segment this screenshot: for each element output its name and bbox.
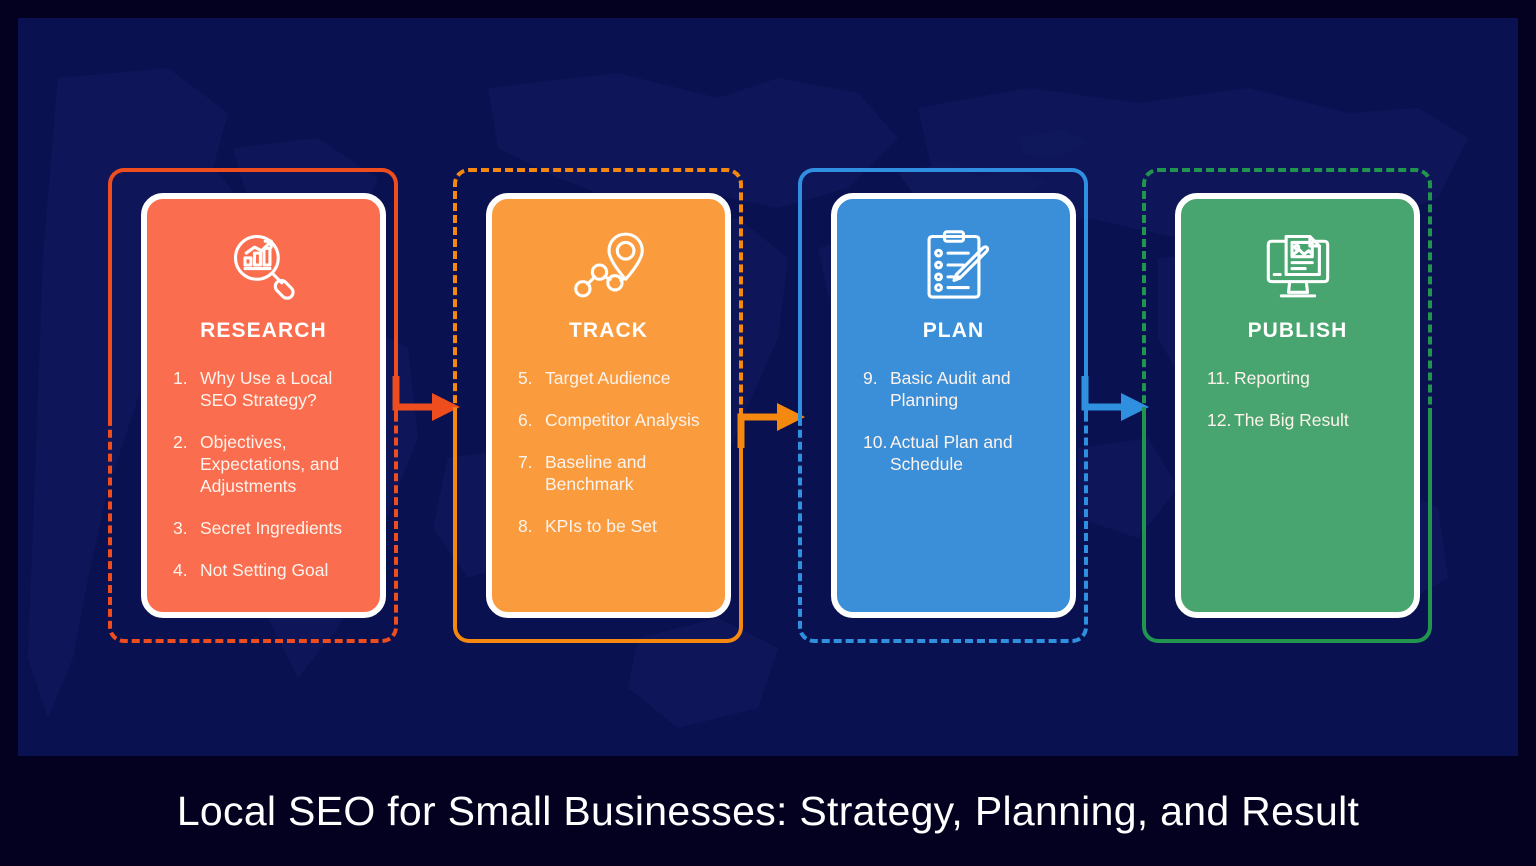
list-item-text: The Big Result: [1234, 410, 1349, 430]
list-item-number: 1.: [173, 368, 188, 388]
card-research[interactable]: RESEARCH 1. Why Use a Local SEO Strategy…: [141, 193, 386, 618]
list-item-number: 9.: [863, 368, 878, 388]
card-list-research: 1. Why Use a Local SEO Strategy? 2. Obje…: [159, 367, 368, 581]
stage-panel: RESEARCH 1. Why Use a Local SEO Strategy…: [18, 18, 1518, 756]
poster-title: Local SEO for Small Businesses: Strategy…: [176, 787, 1360, 834]
step-research: RESEARCH 1. Why Use a Local SEO Strategy…: [108, 168, 398, 643]
title-band: Local SEO for Small Businesses: Strategy…: [0, 756, 1536, 866]
card-title-publish: PUBLISH: [1247, 319, 1348, 342]
list-item: 9. Basic Audit and Planning: [863, 367, 1052, 411]
card-list-publish: 11. Reporting 12. The Big Result: [1193, 367, 1402, 431]
list-item-text: Not Setting Goal: [200, 560, 329, 580]
card-title-research: RESEARCH: [200, 319, 327, 342]
list-item-text: KPIs to be Set: [545, 516, 657, 536]
list-item-text: Objectives, Expectations, and Adjustment…: [200, 432, 340, 496]
list-item-number: 4.: [173, 560, 188, 580]
list-item: 8. KPIs to be Set: [518, 515, 707, 537]
arrow-plan-to-publish: [1079, 370, 1159, 440]
list-item: 11. Reporting: [1207, 367, 1396, 389]
arrow-track-to-plan: [735, 386, 815, 456]
list-item-text: Actual Plan and Schedule: [890, 432, 1013, 474]
step-publish: PUBLISH 11. Reporting 12. The Big Result: [1142, 168, 1432, 643]
clipboard-pencil-icon: [927, 230, 989, 299]
route-pin-icon: [573, 232, 644, 298]
monitor-document-icon: [1266, 234, 1329, 298]
list-item-number: 8.: [518, 516, 533, 536]
card-plan[interactable]: PLAN 9. Basic Audit and Planning 10. Act…: [831, 193, 1076, 618]
card-title-plan: PLAN: [922, 319, 985, 342]
magnifier-chart-icon: [233, 234, 295, 300]
list-item-number: 5.: [518, 368, 533, 388]
step-columns: RESEARCH 1. Why Use a Local SEO Strategy…: [18, 18, 1518, 756]
list-item-text: Basic Audit and Planning: [890, 368, 1011, 410]
list-item: 5. Target Audience: [518, 367, 707, 389]
list-item-number: 7.: [518, 452, 533, 472]
card-track[interactable]: TRACK 5. Target Audience 6. Competitor A…: [486, 193, 731, 618]
list-item-text: Why Use a Local SEO Strategy?: [200, 368, 333, 410]
list-item-number: 12.: [1207, 410, 1232, 430]
list-item: 2. Objectives, Expectations, and Adjustm…: [173, 431, 362, 497]
step-track: TRACK 5. Target Audience 6. Competitor A…: [453, 168, 743, 643]
list-item: 4. Not Setting Goal: [173, 559, 362, 581]
list-item-number: 10.: [863, 432, 888, 452]
list-item-text: Competitor Analysis: [545, 410, 700, 430]
list-item: 1. Why Use a Local SEO Strategy?: [173, 367, 362, 411]
list-item-text: Baseline and Benchmark: [545, 452, 647, 494]
list-item-text: Target Audience: [545, 368, 671, 388]
list-item-number: 6.: [518, 410, 533, 430]
list-item: 6. Competitor Analysis: [518, 409, 707, 431]
step-plan: PLAN 9. Basic Audit and Planning 10. Act…: [798, 168, 1088, 643]
list-item-text: Reporting: [1234, 368, 1310, 388]
card-list-plan: 9. Basic Audit and Planning 10. Actual P…: [849, 367, 1058, 475]
arrow-research-to-track: [390, 370, 470, 440]
list-item-text: Secret Ingredients: [200, 518, 343, 538]
list-item-number: 2.: [173, 432, 188, 452]
card-publish[interactable]: PUBLISH 11. Reporting 12. The Big Result: [1175, 193, 1420, 618]
card-title-track: TRACK: [569, 319, 648, 342]
list-item: 12. The Big Result: [1207, 409, 1396, 431]
list-item-number: 11.: [1207, 368, 1231, 388]
list-item-number: 3.: [173, 518, 188, 538]
list-item: 3. Secret Ingredients: [173, 517, 362, 539]
list-item: 7. Baseline and Benchmark: [518, 451, 707, 495]
card-list-track: 5. Target Audience 6. Competitor Analysi…: [504, 367, 713, 537]
list-item: 10. Actual Plan and Schedule: [863, 431, 1052, 475]
